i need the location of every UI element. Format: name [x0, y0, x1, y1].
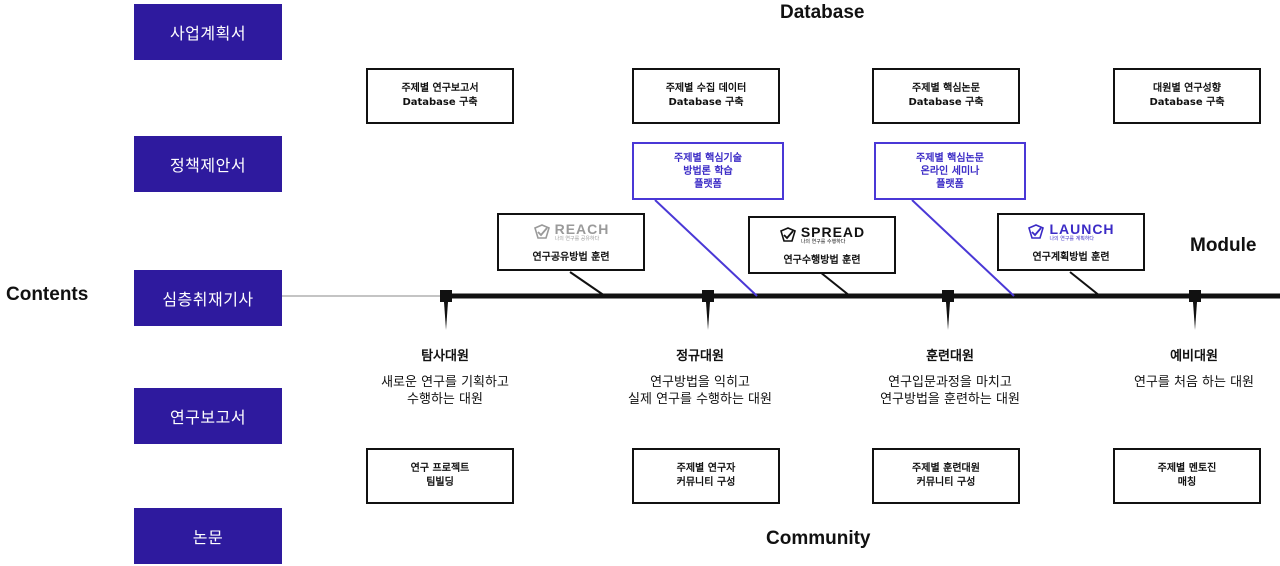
module-box-reach: REACH 나의 연구를 공유하다 연구공유방법 훈련 [497, 213, 645, 271]
module-connector-spread [819, 271, 851, 297]
stage-description: 연구를 처음 하는 대원 [1133, 375, 1255, 390]
sidebar-item-policy-proposal[interactable]: 정책제안서 [134, 136, 282, 192]
sidebar-item-research-report[interactable]: 연구보고서 [134, 388, 282, 444]
reach-logo: REACH 나의 연구를 공유하다 [533, 222, 610, 242]
sidebar-item-label: 논문 [192, 528, 224, 547]
sidebar-item-label: 심층취재기사 [162, 290, 254, 309]
stage-title: 예비대원 [1170, 349, 1218, 364]
module-label: 연구계획방법 훈련 [1032, 251, 1110, 263]
check-badge-icon [779, 226, 796, 242]
section-title-contents: Contents [6, 284, 89, 305]
platform-connector-2 [911, 199, 1015, 297]
check-badge-icon [533, 223, 550, 239]
module-label: 연구공유방법 훈련 [532, 251, 610, 263]
stage-title: 훈련대원 [926, 349, 974, 364]
module-label: 연구수행방법 훈련 [783, 254, 861, 266]
spread-logo: SPREAD 나의 연구를 수행하다 [779, 225, 865, 245]
sidebar-item-label: 연구보고서 [169, 408, 247, 427]
section-title-module: Module [1190, 235, 1257, 256]
sidebar-item-label: 사업계획서 [169, 24, 247, 43]
stage-marker-3 [942, 290, 954, 330]
sidebar-item-in-depth-article[interactable]: 심층취재기사 [134, 270, 282, 326]
platform-connector-1 [654, 199, 758, 297]
module-box-launch: LAUNCH 나의 연구를 계획하다 연구계획방법 훈련 [997, 213, 1145, 271]
module-box-spread: SPREAD 나의 연구를 수행하다 연구수행방법 훈련 [748, 216, 896, 274]
sidebar-item-paper[interactable]: 논문 [134, 508, 282, 564]
stage-title: 정규대원 [676, 349, 724, 364]
stage-title: 탐사대원 [421, 349, 469, 364]
sidebar-item-business-plan[interactable]: 사업계획서 [134, 4, 282, 60]
stage-marker-4 [1189, 290, 1201, 330]
check-badge-icon [1028, 223, 1045, 239]
module-connector-launch [1069, 271, 1101, 297]
module-connector-reach [569, 271, 606, 297]
stage-marker-2 [702, 290, 714, 330]
stage-marker-1 [440, 290, 452, 330]
sidebar-item-label: 정책제안서 [169, 156, 247, 175]
section-title-community: Community [766, 528, 871, 549]
section-title-database: Database [780, 2, 865, 23]
launch-logo: LAUNCH 나의 연구를 계획하다 [1027, 222, 1114, 242]
